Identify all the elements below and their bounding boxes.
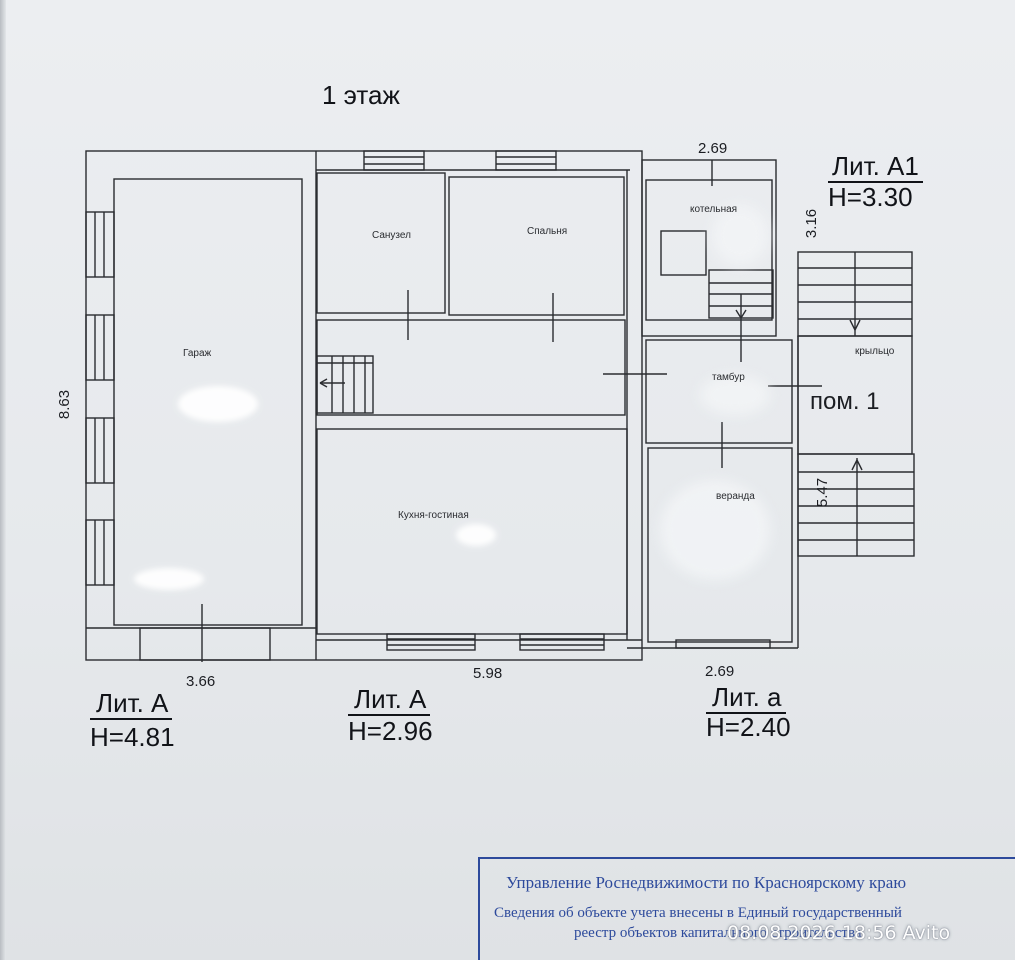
- stamp-line: Сведения об объекте учета внесены в Един…: [494, 905, 902, 921]
- retouch-spot: [712, 205, 768, 265]
- bedroom-room: [448, 176, 625, 316]
- boiler-block-outer: [641, 159, 777, 337]
- top-windows: [363, 150, 557, 171]
- retouch-spot: [178, 386, 258, 422]
- bathroom-room: [316, 172, 446, 314]
- lit-small-a-height: H=2.40: [706, 712, 791, 742]
- lit-a-garage-height: H=4.81: [90, 722, 175, 752]
- dim-bottom-right-width: 2.69: [705, 663, 735, 680]
- corridor: [316, 319, 626, 416]
- lit-a1-height: H=3.30: [828, 182, 913, 212]
- dim-main-width: 5.98: [473, 665, 503, 682]
- dim-porch-height: 5.47: [814, 477, 832, 508]
- corridor-stairs: [316, 355, 374, 414]
- retouch-spot: [456, 524, 496, 546]
- garage-room: [113, 178, 303, 626]
- lit-a-main-height: H=2.96: [348, 716, 433, 746]
- room-label-veranda: веранда: [716, 491, 755, 502]
- dim-garage-width: 3.66: [186, 673, 216, 690]
- lit-small-a-label: Лит. а: [706, 684, 786, 714]
- registry-stamp: Управление Роснедвижимости по Красноярск…: [478, 857, 1015, 960]
- bottom-windows: [139, 627, 605, 661]
- room-label-boiler: котельная: [690, 204, 738, 215]
- boiler-room: [645, 179, 773, 321]
- retouch-spot: [660, 480, 770, 580]
- boiler-unit: [660, 230, 707, 276]
- room-label-porch: крыльцо: [855, 346, 895, 357]
- paper-edge: [0, 0, 6, 960]
- floor-title: 1 этаж: [322, 80, 400, 110]
- retouch-spot: [700, 375, 770, 415]
- dim-top-right-width: 2.69: [698, 140, 728, 157]
- left-windows: [85, 211, 115, 586]
- lit-a-main-label: Лит. А: [348, 686, 431, 716]
- room-label-room1: пом. 1: [810, 388, 880, 415]
- veranda-window: [675, 639, 771, 649]
- retouch-spot: [134, 568, 204, 590]
- room-label-vestibule: тамбур: [712, 372, 745, 383]
- room-label-bathroom: Санузел: [372, 230, 411, 241]
- vestibule-room: [645, 339, 793, 444]
- porch-bottom-stairs: [797, 453, 915, 557]
- lit-a-garage-label: Лит. А: [90, 690, 173, 720]
- dim-left-height: 8.63: [56, 389, 74, 420]
- watermark: 08.08.2026 18:56 Avito: [727, 922, 951, 944]
- veranda-room: [647, 447, 793, 643]
- room-label-bedroom: Спальня: [527, 226, 568, 237]
- stamp-line: реестр объектов капитального строительст…: [574, 925, 862, 941]
- porch-top-stairs: [797, 251, 913, 337]
- room-label-garage: Гараж: [183, 348, 212, 359]
- room-label-kitchen: Кухня-гостиная: [398, 510, 469, 521]
- stamp-line: Управление Роснедвижимости по Красноярск…: [506, 873, 907, 892]
- lit-a1-label: Лит. А1: [828, 153, 923, 183]
- dim-boiler-height: 3.16: [803, 208, 821, 239]
